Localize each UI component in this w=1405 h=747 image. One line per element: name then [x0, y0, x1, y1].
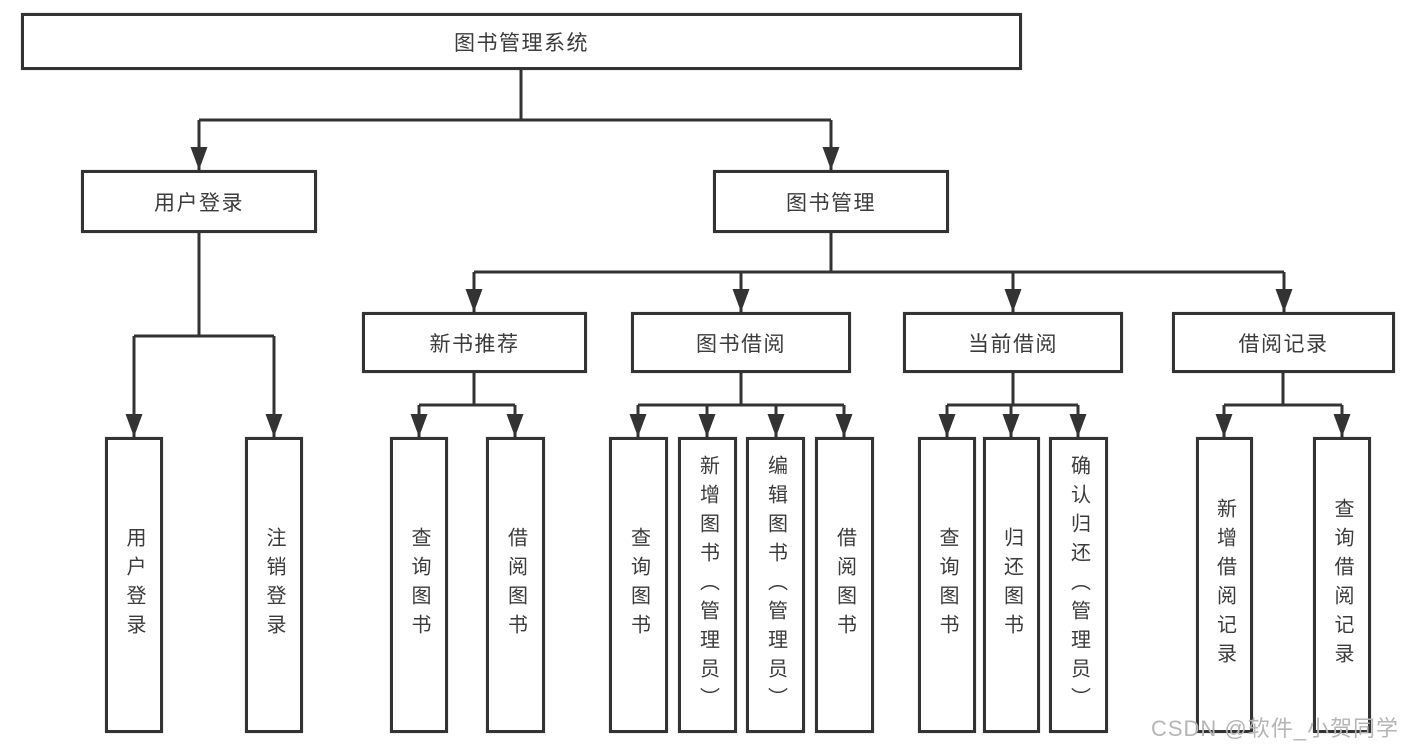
- leaf-label: 确认归还（管理员）: [1067, 454, 1090, 716]
- node-book-borrow: 图书借阅: [631, 312, 851, 373]
- leaf-label: 新增图书（管理员）: [696, 454, 719, 716]
- node-book-management: 图书管理: [713, 170, 949, 233]
- leaf-label: 归还图书: [1000, 527, 1023, 643]
- leaf-label: 查询图书: [408, 527, 430, 643]
- leaf-label: 编辑图书（管理员）: [764, 454, 787, 716]
- node-label: 图书管理: [786, 191, 876, 215]
- connector-root: [199, 70, 831, 122]
- node-label: 借阅记录: [1238, 332, 1329, 356]
- leaf-label: 借阅图书: [504, 527, 527, 643]
- leaf-return-books: 归还图书: [983, 437, 1040, 733]
- leaf-query-books: 查询图书: [609, 437, 668, 733]
- connector-new-books: [419, 373, 515, 407]
- leaf-borrow-books: 借阅图书: [815, 437, 874, 733]
- leaf-label: 注销登录: [263, 527, 285, 643]
- leaf-add-books-admin: 新增图书（管理员）: [678, 437, 737, 733]
- leaf-logout: 注销登录: [245, 437, 303, 733]
- leaf-borrow-books: 借阅图书: [486, 437, 545, 733]
- node-label: 用户登录: [154, 191, 244, 215]
- connector-borrow: [638, 373, 844, 407]
- node-label: 当前借阅: [968, 332, 1058, 356]
- node-new-book-recommend: 新书推荐: [362, 312, 587, 373]
- node-root: 图书管理系统: [21, 13, 1022, 70]
- node-label: 新书推荐: [429, 332, 520, 356]
- leaf-label: 用户登录: [123, 527, 145, 643]
- node-current-borrow: 当前借阅: [903, 312, 1123, 373]
- connector-user-login: [134, 233, 274, 338]
- leaf-query-books: 查询图书: [390, 437, 448, 733]
- csdn-watermark: CSDN @软件_小贺同学: [1150, 716, 1399, 741]
- leaf-user-login: 用户登录: [105, 437, 163, 733]
- node-user-login: 用户登录: [81, 170, 317, 233]
- connector-records: [1224, 373, 1342, 407]
- leaf-label: 查询图书: [936, 527, 958, 643]
- leaf-query-books: 查询图书: [918, 437, 976, 733]
- node-borrow-records: 借阅记录: [1172, 312, 1395, 373]
- leaf-edit-books-admin: 编辑图书（管理员）: [746, 437, 805, 733]
- node-label: 图书借阅: [696, 332, 786, 356]
- leaf-label: 查询借阅记录: [1331, 498, 1353, 672]
- node-root-label: 图书管理系统: [454, 31, 589, 55]
- leaf-add-borrow-record: 新增借阅记录: [1196, 437, 1253, 733]
- leaf-query-borrow-record: 查询借阅记录: [1313, 437, 1371, 733]
- connector-book-mgmt: [474, 233, 1284, 274]
- leaf-label: 新增借阅记录: [1213, 498, 1236, 672]
- leaf-confirm-return-admin: 确认归还（管理员）: [1049, 437, 1108, 733]
- leaf-label: 查询图书: [627, 527, 650, 643]
- leaf-label: 借阅图书: [833, 527, 856, 643]
- connector-current: [947, 373, 1078, 407]
